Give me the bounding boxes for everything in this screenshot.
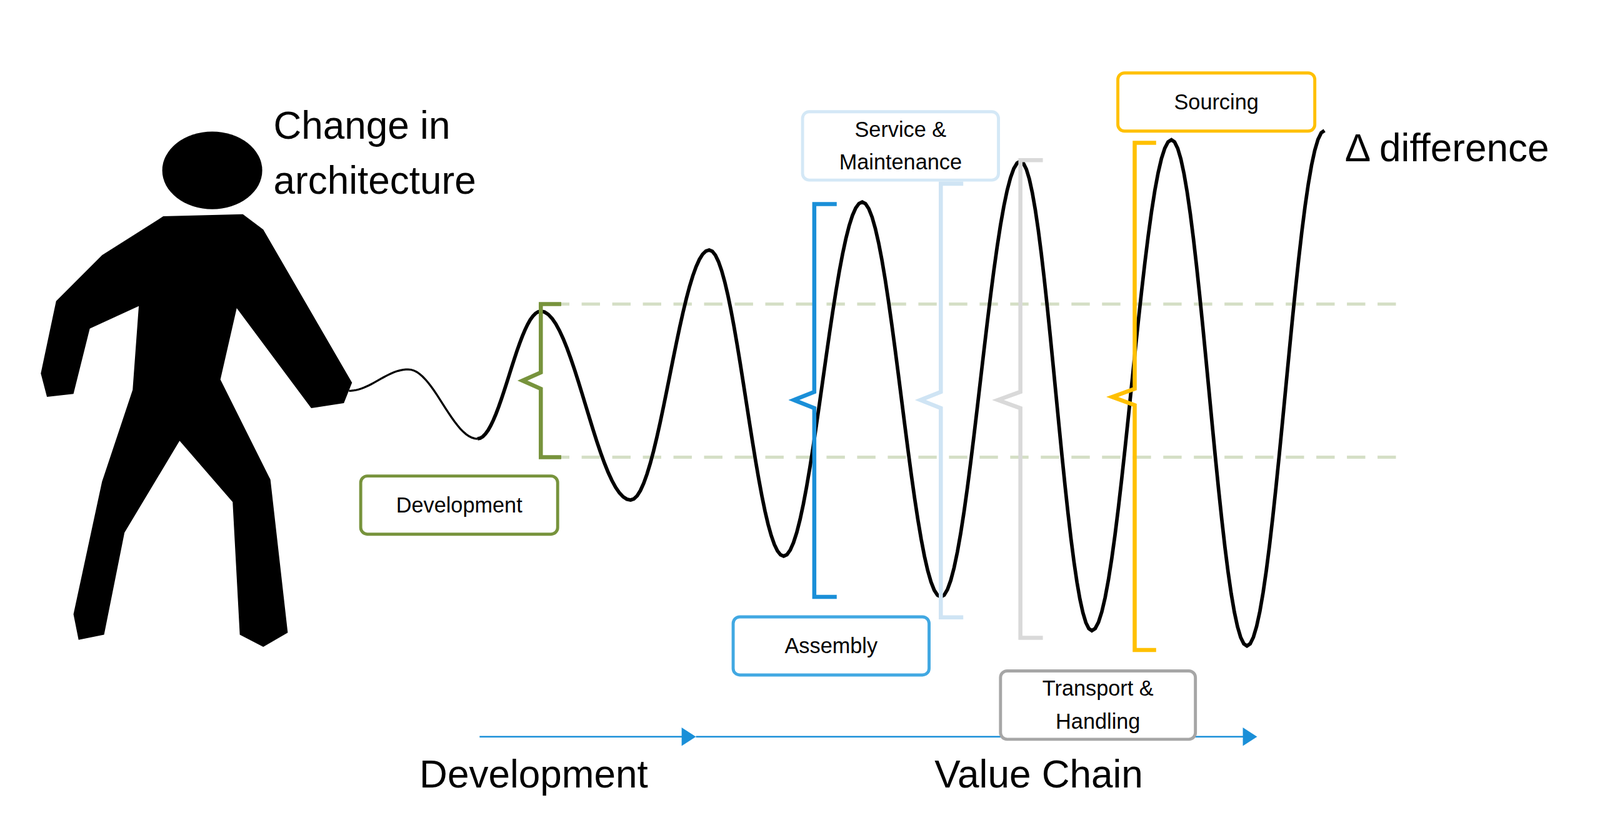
label-box: Service & Maintenance [801, 110, 1000, 182]
box-text: Sourcing [1173, 85, 1259, 119]
axis-label: Value Chain [885, 746, 1192, 802]
bracket [998, 160, 1044, 638]
axis-label: Development [380, 746, 687, 802]
box-text: Development [396, 488, 523, 522]
bracket [522, 304, 562, 458]
arrow-head [681, 727, 697, 746]
person-head [162, 131, 263, 210]
reference-line [551, 302, 1407, 306]
label-box: Sourcing [1116, 71, 1317, 133]
label-box: Transport & Handling [998, 669, 1197, 741]
annotation-text: Δ difference [1345, 120, 1600, 176]
label-box: Development [359, 474, 560, 536]
annotation-text: Change in architecture [273, 98, 529, 209]
wave [477, 130, 1325, 646]
wave [348, 369, 478, 439]
box-text: Assembly [784, 629, 878, 662]
label-box: Assembly [731, 615, 931, 677]
axis-arrow [479, 736, 684, 738]
arrow-head [1243, 727, 1258, 746]
box-text: Service & Maintenance [810, 113, 991, 179]
bracket [920, 183, 964, 618]
person-body [40, 214, 352, 647]
bracket [1112, 143, 1157, 650]
box-text: Transport & Handling [1008, 672, 1188, 738]
bracket [793, 204, 837, 598]
